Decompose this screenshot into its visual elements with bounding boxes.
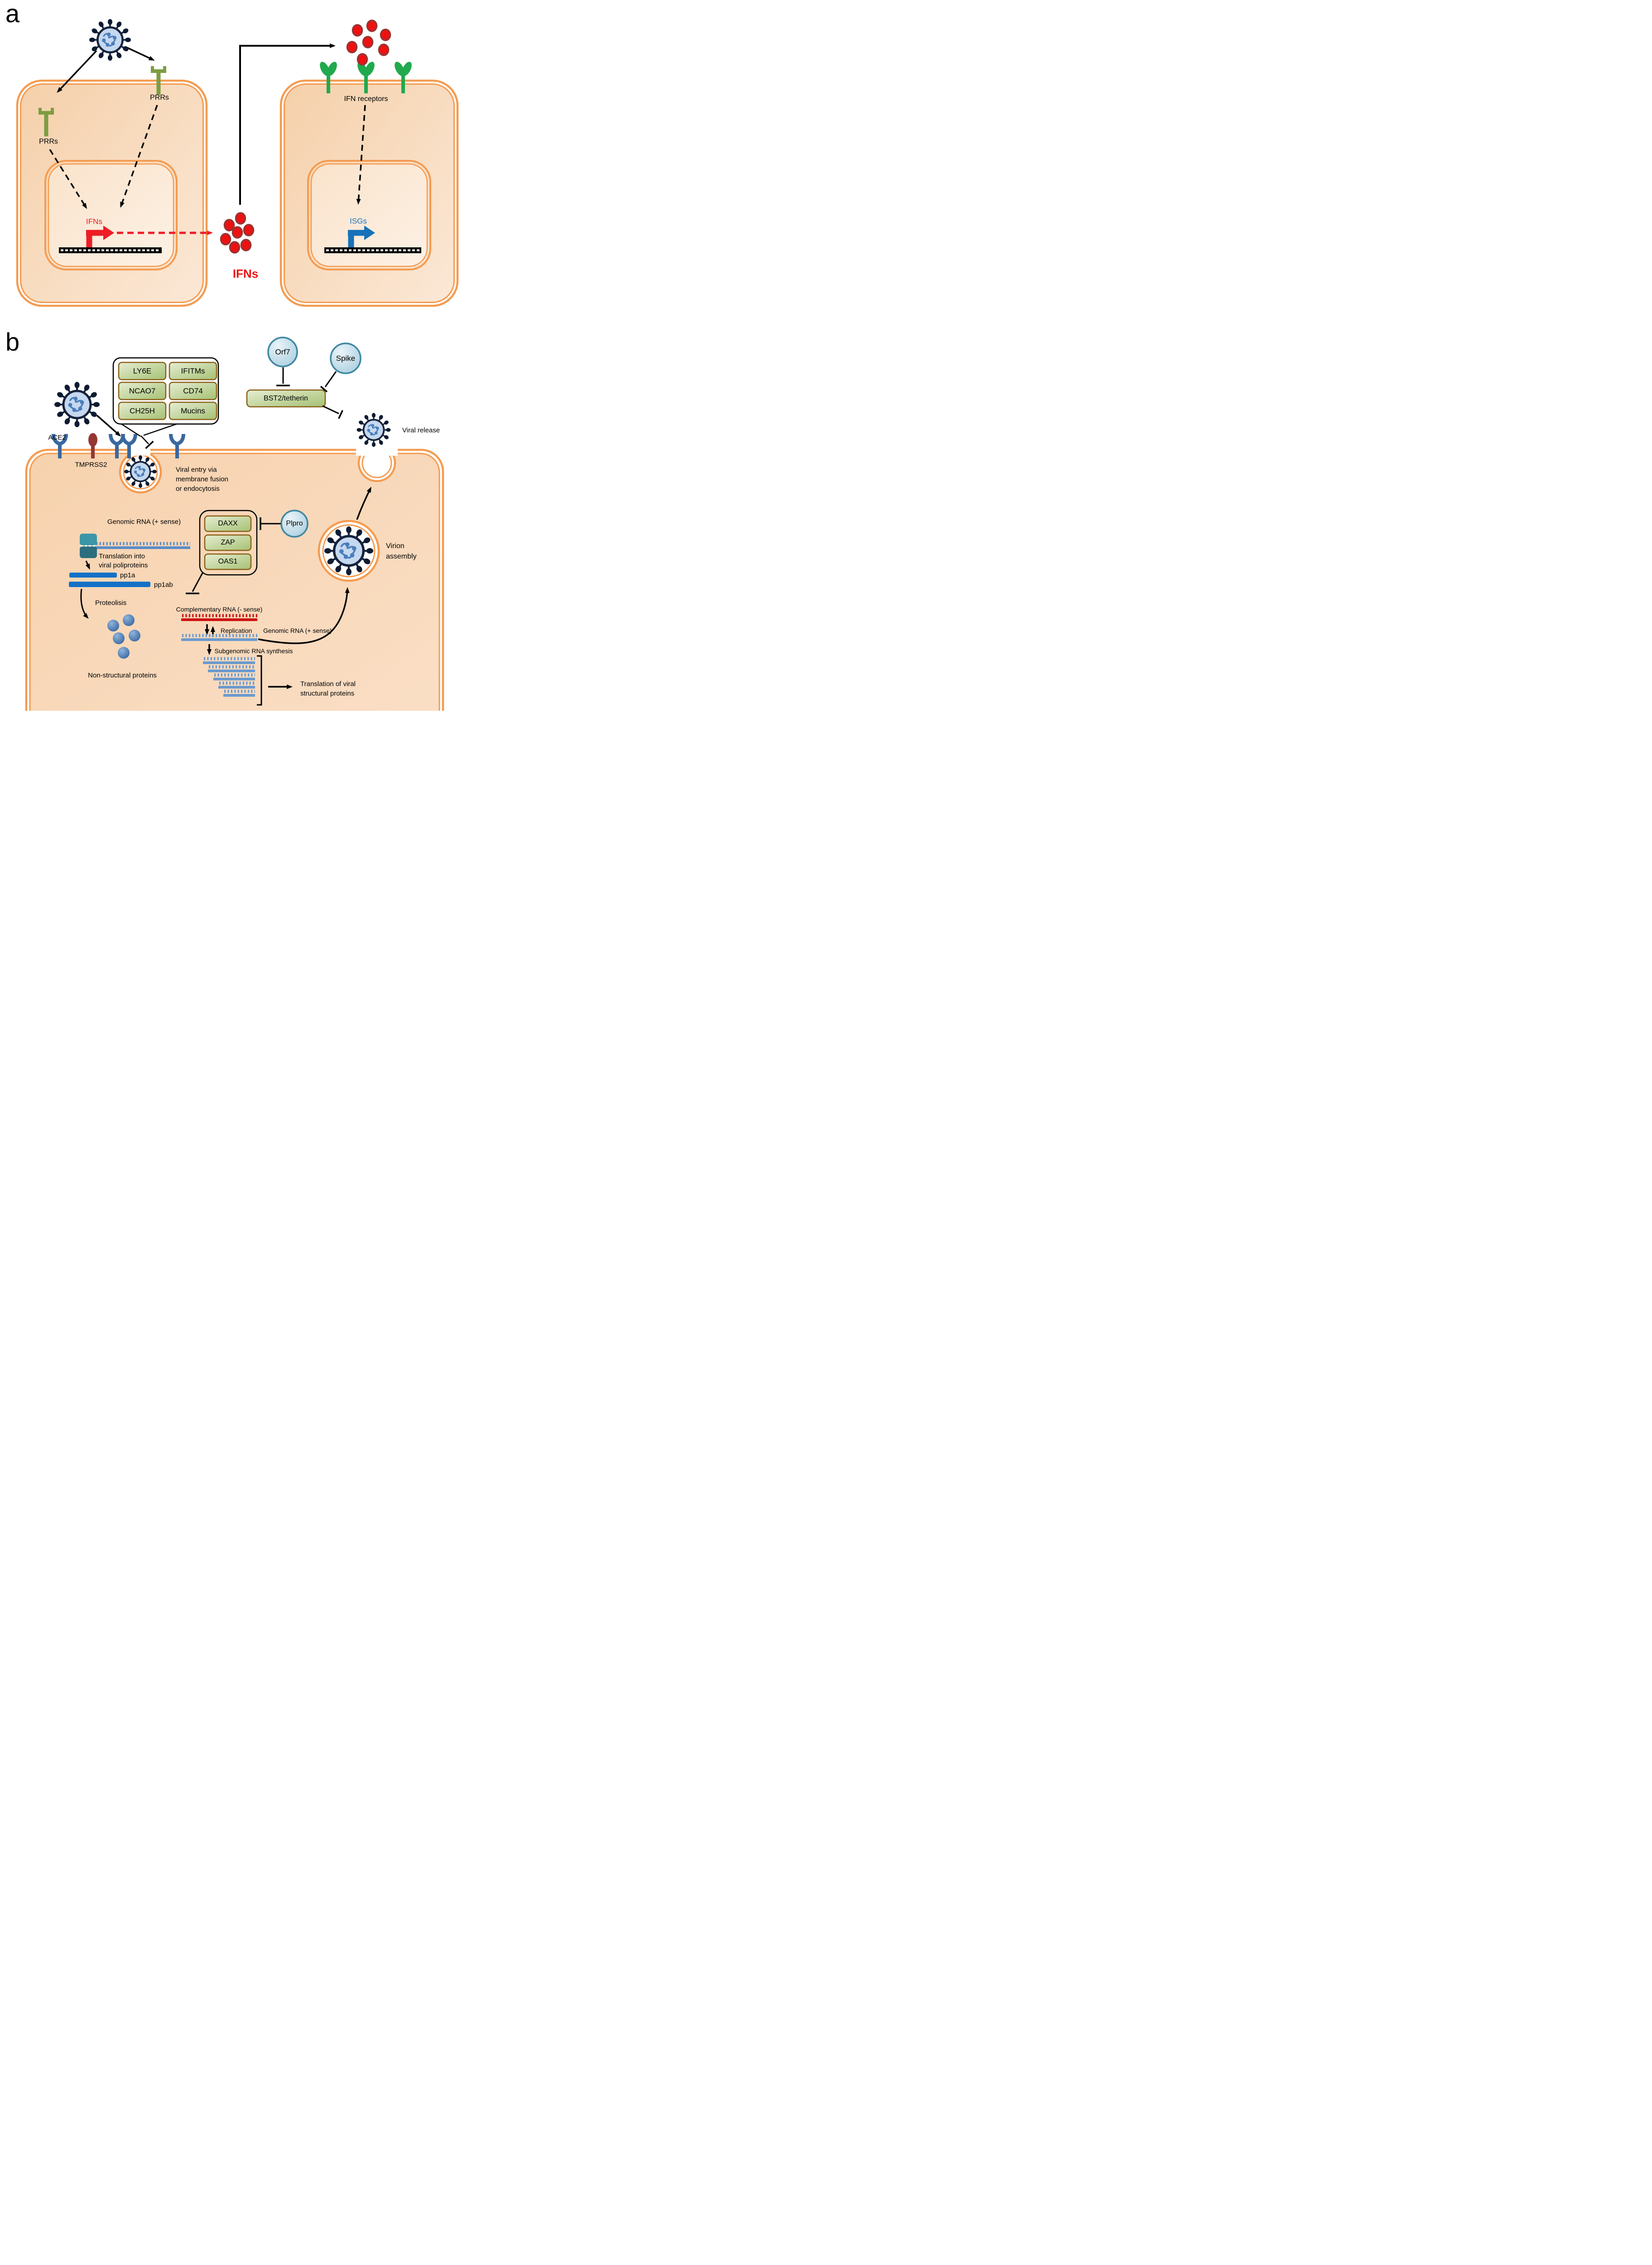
structural-translation-label-2: structural proteins xyxy=(300,689,355,698)
isg-mucins-label: Mucins xyxy=(181,406,205,415)
isgs-promoter-arrow xyxy=(348,226,375,247)
complementary-rna-label: Complementary RNA (- sense) xyxy=(176,606,263,613)
subgenomic-bracket xyxy=(257,655,262,706)
spike-oval xyxy=(330,342,361,374)
genomic-rna-2-label: Genomic RNA (+ sense) xyxy=(263,627,332,634)
nonstructural-label: Non-structural proteins xyxy=(88,671,157,680)
panel-a-label: a xyxy=(5,0,20,28)
virion-assembly-label-1: Virion xyxy=(386,542,405,550)
virus-entry-arrow xyxy=(96,414,121,437)
assembly-to-exit-arrow xyxy=(356,487,371,520)
nucleus-responder xyxy=(307,160,431,270)
plpro-label: Plpro xyxy=(286,520,303,527)
genomic-rna-label: Genomic RNA (+ sense) xyxy=(107,518,181,526)
ifns-to-receptors-arrow xyxy=(239,43,336,205)
tmprss2-icon xyxy=(88,433,97,458)
ace2-label: ACE2 xyxy=(48,434,66,442)
complementary-rna-bar xyxy=(181,614,257,621)
virion-assembly-label-2: assembly xyxy=(386,553,417,560)
pp1a-bar xyxy=(69,573,117,578)
daxx-label: DAXX xyxy=(218,520,238,527)
ifn-receptor-signal-arrow xyxy=(356,105,366,205)
dna-ifns xyxy=(59,247,162,253)
isgs-gene-label: ISGs xyxy=(350,217,367,226)
orf7-label: Orf7 xyxy=(275,347,290,357)
translation-label-1: Translation into xyxy=(99,552,145,560)
figure-canvas: a PRRs PRRs IFN receptors IFNs ISGs IFNs… xyxy=(0,0,464,711)
prr-top-signal-arrow xyxy=(120,105,158,208)
rna-to-assembly-curve xyxy=(258,587,350,644)
subgenomic-label: Subgenomic RNA synthesis xyxy=(214,647,293,655)
orf7-oval xyxy=(267,337,298,367)
ifn-dots-at-receptors xyxy=(346,19,391,66)
spike-inhibits-bst2 xyxy=(320,371,337,393)
oas1-label: OAS1 xyxy=(218,558,238,565)
bst2-inhibits-release xyxy=(322,405,343,419)
ifns-gene-label: IFNs xyxy=(86,217,102,226)
panel-b-label: b xyxy=(5,328,20,356)
subgenomic-rna-stack xyxy=(203,657,255,697)
proteolisis-arrow xyxy=(80,588,89,619)
nucleus-producer xyxy=(44,160,178,270)
viral-entry-label-2: membrane fusion xyxy=(176,475,228,483)
prrs-top-label: PRRs xyxy=(150,94,169,101)
genomic-rna-bar-2 xyxy=(181,634,257,641)
isg-ly6e-label: LY6E xyxy=(133,366,152,376)
translation-arrow xyxy=(85,560,90,570)
prrs-left-label: PRRs xyxy=(39,138,58,145)
virus-to-cell-arrow xyxy=(57,50,97,93)
virus-incoming-icon xyxy=(54,382,100,427)
ifn-dots-secreted xyxy=(220,212,255,254)
proteolisis-label: Proteolisis xyxy=(95,599,127,607)
virus-icon xyxy=(89,19,131,61)
dna-isgs xyxy=(324,247,421,253)
spike-label: Spike xyxy=(336,354,356,363)
plpro-inhibits-daxx xyxy=(260,517,281,530)
ifn-receptors-label: IFN receptors xyxy=(344,95,388,103)
cell-infected xyxy=(25,448,444,711)
viral-entry-label-1: Viral entry via xyxy=(176,466,217,474)
zap-label: ZAP xyxy=(221,539,235,546)
diagram-graphics xyxy=(16,0,459,711)
tmprss2-label: TMPRSS2 xyxy=(75,461,107,469)
pp1a-label: pp1a xyxy=(120,571,135,579)
prr-left-signal-arrow xyxy=(49,149,87,209)
bst2-box xyxy=(246,389,326,408)
viral-release-label: Viral release xyxy=(402,426,440,434)
isg-cd74-label: CD74 xyxy=(183,386,203,395)
entry-isg-box xyxy=(112,357,219,425)
isgs-inhibit-replication xyxy=(186,573,203,594)
viral-entry-label-3: or endocytosis xyxy=(176,485,220,493)
replication-label: Replication xyxy=(221,627,252,634)
isg-ch25h-label: CH25H xyxy=(130,406,155,415)
pp1ab-bar xyxy=(69,582,150,587)
plpro-oval xyxy=(280,510,308,538)
virus-to-prr-arrow xyxy=(125,46,155,61)
genomic-rna-with-ribosome xyxy=(80,534,190,558)
antiviral-isg-box xyxy=(199,510,258,576)
bst2-label: BST2/tetherin xyxy=(264,395,308,402)
nonstructural-proteins-icon xyxy=(107,614,140,659)
pp1ab-label: pp1ab xyxy=(154,581,173,589)
ifns-secreted-label: IFNs xyxy=(232,267,259,280)
translation-label-2: viral poliproteins xyxy=(99,561,148,569)
orf7-inhibits-bst2 xyxy=(276,367,290,386)
pit-opening xyxy=(130,447,150,456)
entry-inhibition-lines xyxy=(121,423,177,449)
isg-ncao7-label: NCAO7 xyxy=(129,386,156,395)
isg-ifitms-label: IFITMs xyxy=(181,366,205,376)
structural-translation-label-1: Translation of viral xyxy=(300,680,356,688)
ifns-promoter-arrow xyxy=(86,226,114,247)
